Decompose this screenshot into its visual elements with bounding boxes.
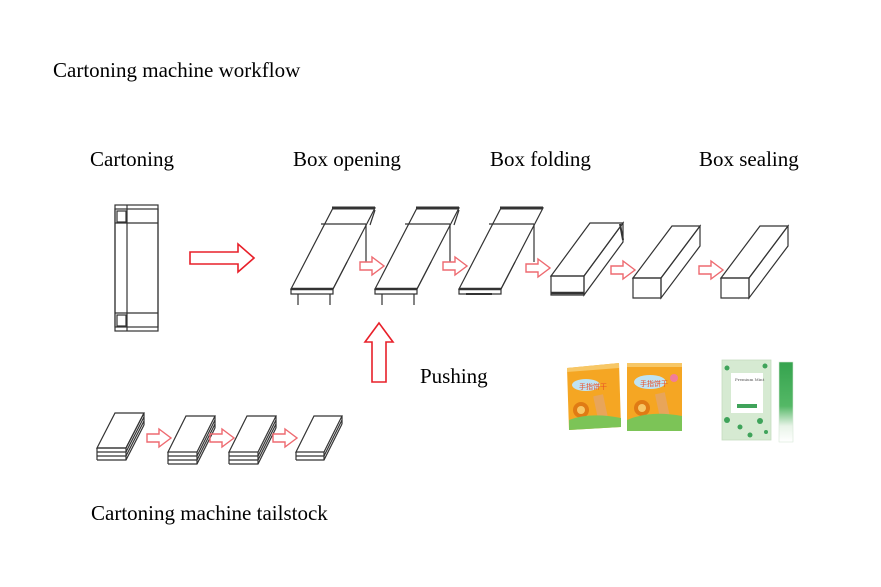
box-opening-carton-2 <box>374 206 460 305</box>
arrow-opening-1-to-2 <box>359 256 385 276</box>
tailstock-stack-4 <box>295 415 343 461</box>
arrow-blank-to-opening <box>189 242 256 274</box>
product-biscuit-box-2: 手指饼干 <box>627 363 682 431</box>
arrow-folding-to-sealing <box>610 260 636 280</box>
product-mint-box: Premium Mint <box>721 359 772 441</box>
product-mint-stick <box>778 361 794 443</box>
diagram-title: Cartoning machine workflow <box>53 58 301 82</box>
mint-box-text: Premium Mint <box>735 377 765 382</box>
stage-label-box-sealing: Box sealing <box>699 147 799 171</box>
pushing-arrow <box>363 321 395 383</box>
sealed-carton-2 <box>719 224 790 300</box>
biscuit-box-text: 手指饼干 <box>640 379 668 388</box>
box-folding-carton-2 <box>549 221 625 297</box>
tailstock-stack-3 <box>228 415 277 465</box>
biscuit-box-text: 手指饼干 <box>579 382 607 391</box>
pushing-label: Pushing <box>420 364 488 388</box>
tailstock-stack-1 <box>96 412 145 461</box>
tailstock-stack-2 <box>167 415 216 465</box>
stage-label-cartoning: Cartoning <box>90 147 174 171</box>
stage-label-box-folding: Box folding <box>490 147 591 171</box>
tailstock-label: Cartoning machine tailstock <box>91 501 328 525</box>
arrow-folding-1-to-2 <box>525 258 551 278</box>
arrow-opening-to-folding <box>442 256 468 276</box>
arrow-tailstock-3-to-4 <box>272 428 298 448</box>
carton-blank <box>114 204 159 332</box>
arrow-tailstock-1-to-2 <box>146 428 172 448</box>
product-biscuit-box-1: 手指饼干 <box>567 363 621 430</box>
box-opening-carton-1 <box>290 206 376 305</box>
box-folding-carton-1 <box>458 206 544 295</box>
sealed-carton-1 <box>631 224 702 300</box>
stage-label-box-opening: Box opening <box>293 147 401 171</box>
arrow-sealing-1-to-2 <box>698 260 724 280</box>
